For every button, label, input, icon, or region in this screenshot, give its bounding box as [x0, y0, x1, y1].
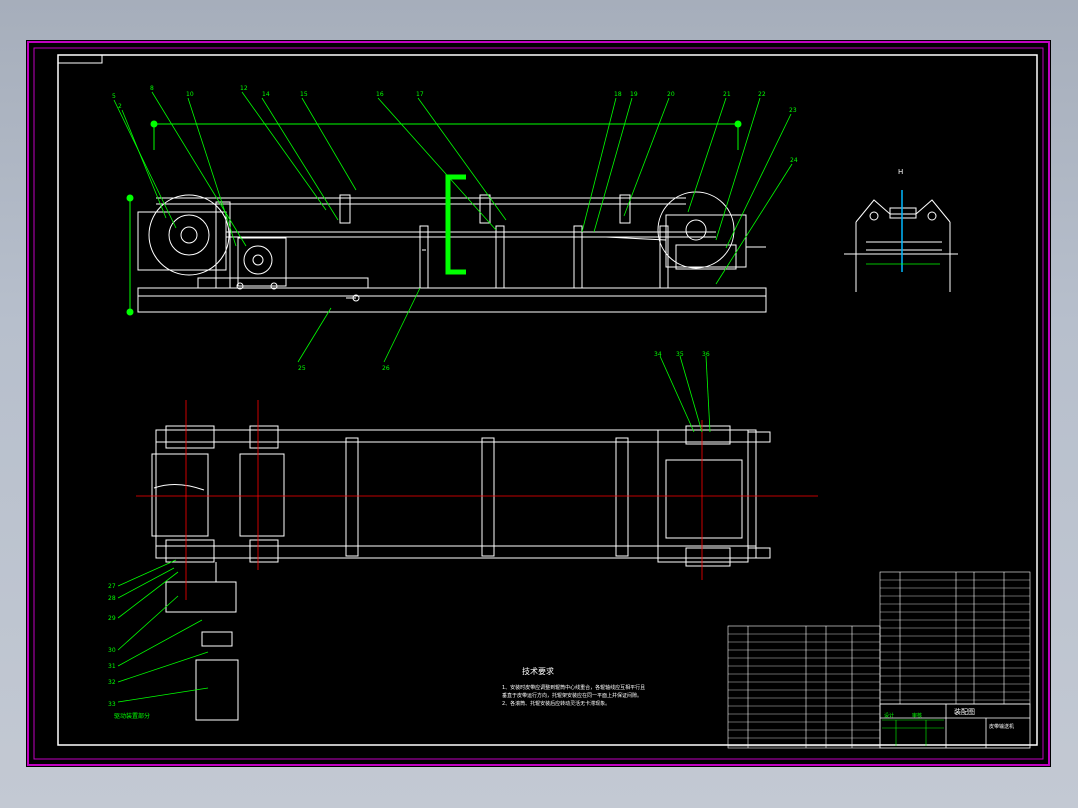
svg-text:36: 36 [702, 351, 710, 358]
svg-text:12: 12 [240, 85, 248, 92]
outer-frame [27, 41, 1050, 766]
tech-req-line: 2、各滚筒、托辊安装后应转动灵活无卡滞现象。 [502, 701, 611, 707]
balloon-labels: 52 8 10 12 14 15 16 17 18 19 20 21 22 23 24 25 2… [112, 85, 798, 372]
checker-label: 审核 [912, 713, 923, 719]
plan-drive-pulley [151, 453, 209, 537]
svg-text:28: 28 [108, 595, 116, 602]
svg-text:35: 35 [676, 351, 684, 358]
svg-text:21: 21 [723, 91, 731, 98]
svg-text:2: 2 [118, 103, 122, 110]
svg-text:29: 29 [108, 615, 116, 622]
svg-text:10: 10 [186, 91, 194, 98]
plan-leaders [117, 355, 711, 703]
tail-pulley [657, 191, 735, 269]
svg-text:24: 24 [790, 157, 798, 164]
title-block [879, 703, 1031, 749]
drive-unit-note: 驱动装置部分 [114, 712, 150, 720]
svg-text:14: 14 [262, 91, 270, 98]
title-block-green [882, 719, 944, 746]
plan-view [151, 425, 771, 721]
section-label: H [898, 168, 903, 176]
gear-reducer [165, 581, 237, 613]
reducer [237, 237, 287, 287]
leader-lines [113, 91, 793, 363]
svg-text:26: 26 [382, 365, 390, 372]
svg-text:22: 22 [758, 91, 766, 98]
base-frame [137, 287, 767, 313]
elevation-view [137, 191, 767, 313]
tech-req-line: 垂直于皮带运行方向，托辊架安装应在同一平面上并保证间隙。 [502, 693, 643, 699]
svg-text:5: 5 [112, 93, 116, 100]
svg-text:32: 32 [108, 679, 116, 686]
elevation-dimensions [126, 120, 742, 316]
parts-list [727, 571, 1031, 749]
tech-req-line: 1、安装时皮带应调整到辊筒中心线重合，各辊轴线应互相平行且 [502, 685, 646, 691]
tech-req-title: 技术要求 [522, 667, 554, 676]
inner-frame [33, 47, 1044, 760]
svg-text:15: 15 [300, 91, 308, 98]
svg-text:33: 33 [108, 701, 116, 708]
section-view [844, 199, 958, 292]
drawing-no-box [57, 54, 103, 64]
tech-req-text: 1、安装时皮带应调整到辊筒中心线重合，各辊轴线应互相平行且 垂直于皮带运行方向，… [502, 684, 645, 708]
motor [195, 659, 239, 721]
svg-text:25: 25 [298, 365, 306, 372]
svg-text:19: 19 [630, 91, 638, 98]
svg-text:31: 31 [108, 663, 116, 670]
plan-centerlines [136, 400, 818, 600]
svg-text:23: 23 [789, 107, 797, 114]
svg-text:17: 17 [416, 91, 424, 98]
design-name: 皮带输送机 [989, 724, 1015, 730]
svg-text:30: 30 [108, 647, 116, 654]
hopper-chute [445, 174, 466, 275]
svg-text:8: 8 [150, 85, 154, 92]
svg-text:34: 34 [654, 351, 662, 358]
drawing-border [57, 54, 1038, 746]
sheet-title: 装配图 [954, 708, 975, 716]
svg-text:20: 20 [667, 91, 675, 98]
parts-rows [728, 579, 1030, 747]
drive-pulley [148, 194, 230, 276]
svg-text:27: 27 [108, 583, 116, 590]
plan-balloons: 27 28 29 30 31 32 33 34 35 36 [108, 351, 710, 708]
svg-text:16: 16 [376, 91, 384, 98]
svg-text:18: 18 [614, 91, 622, 98]
designer-label: 设计 [884, 713, 895, 719]
